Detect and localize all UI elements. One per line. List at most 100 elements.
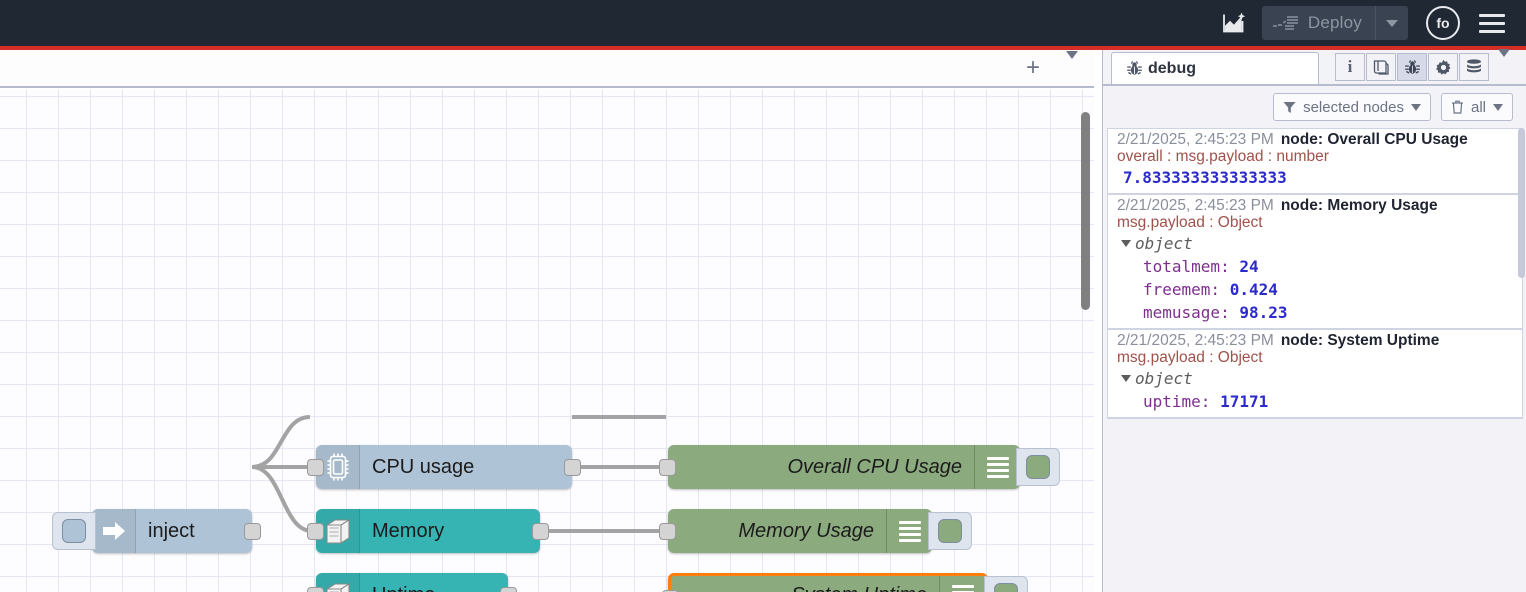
object-label: object xyxy=(1135,369,1193,388)
flow-canvas[interactable]: inject CPU usage xyxy=(0,90,1094,592)
debug-message-list[interactable]: 2/21/2025, 2:45:23 PM node: Overall CPU U… xyxy=(1107,128,1523,588)
object-entry: freemem: 0.424 xyxy=(1117,280,1516,299)
node-inject[interactable]: inject xyxy=(52,509,261,553)
node-cpu-usage[interactable]: CPU usage xyxy=(307,445,581,489)
debug-filter-button[interactable]: selected nodes xyxy=(1273,93,1431,121)
debug-message-timestamp: 2/21/2025, 2:45:23 PM xyxy=(1117,131,1274,148)
flow-workspace: + xyxy=(0,50,1094,592)
object-key: memusage: xyxy=(1143,303,1230,322)
debug-toggle-button[interactable] xyxy=(1016,448,1060,486)
debug-message-node: node: Overall CPU Usage xyxy=(1280,131,1468,148)
filter-icon xyxy=(1283,101,1296,113)
node-debug-system-uptime[interactable]: System Uptime xyxy=(662,573,1028,592)
trash-icon xyxy=(1451,100,1463,114)
triangle-down-icon xyxy=(1121,375,1131,382)
app-header: Deploy fo xyxy=(0,0,1526,46)
sidebar-tabrow: debug i xyxy=(1103,48,1526,86)
debug-button-glyph xyxy=(938,519,962,543)
node-uptime[interactable]: Uptime xyxy=(307,573,517,592)
debug-list-scrollbar[interactable] xyxy=(1518,128,1525,278)
flow-tab-menu-button[interactable] xyxy=(1060,51,1084,77)
debug-toggle-button[interactable] xyxy=(984,576,1028,592)
cpu-chip-icon xyxy=(316,445,360,489)
node-output-port[interactable] xyxy=(500,587,517,592)
context-data-icon[interactable] xyxy=(1459,53,1489,81)
object-entry: memusage: 98.23 xyxy=(1117,303,1516,322)
debug-message-header: 2/21/2025, 2:45:23 PM node: Overall CPU U… xyxy=(1117,131,1516,149)
chevron-down-icon xyxy=(1066,51,1078,76)
debug-sidebar: debug i xyxy=(1102,48,1526,592)
object-value: 98.23 xyxy=(1239,303,1288,322)
arrow-right-icon xyxy=(92,509,136,553)
node-label: Memory xyxy=(372,519,445,542)
node-output-port[interactable] xyxy=(244,523,261,540)
node-input-port[interactable] xyxy=(307,587,324,592)
node-input-port[interactable] xyxy=(659,523,676,540)
debug-filter-toolbar: selected nodes all xyxy=(1103,88,1526,126)
node-memory[interactable]: Memory xyxy=(307,509,549,553)
node-input-port[interactable] xyxy=(307,523,324,540)
debug-message-topic: overall : msg.payload : number xyxy=(1117,148,1329,165)
node-label: Uptime xyxy=(360,584,508,592)
deploy-button[interactable]: Deploy xyxy=(1261,6,1408,40)
object-value: 0.424 xyxy=(1229,280,1278,299)
chevron-down-icon xyxy=(1493,103,1503,111)
chevron-down-icon xyxy=(1410,103,1421,111)
tab-debug[interactable]: debug xyxy=(1111,52,1319,84)
debug-message-value: 7.833333333333333 xyxy=(1123,168,1287,187)
node-label: System Uptime xyxy=(671,584,939,592)
debug-message-node: node: System Uptime xyxy=(1280,332,1440,349)
inject-button-glyph xyxy=(62,519,86,543)
flow-sparkle-icon[interactable] xyxy=(1214,3,1254,43)
debug-clear-label: all xyxy=(1470,98,1486,116)
debug-toggle-button[interactable] xyxy=(928,512,972,550)
debug-button-glyph xyxy=(994,583,1018,592)
node-label: Overall CPU Usage xyxy=(787,455,962,478)
workspace-tabbar: + xyxy=(0,50,1094,88)
canvas-vertical-scrollbar[interactable] xyxy=(1081,112,1090,310)
debug-lines-icon xyxy=(886,509,932,553)
node-output-port[interactable] xyxy=(564,459,581,476)
debug-clear-button[interactable]: all xyxy=(1440,93,1513,121)
add-flow-tab-button[interactable]: + xyxy=(1025,54,1040,81)
tab-debug-label: debug xyxy=(1148,59,1196,77)
deploy-icon xyxy=(1272,16,1298,30)
library-icon[interactable] xyxy=(1366,53,1396,81)
avatar-initials: fo xyxy=(1436,15,1450,31)
sidebar-overflow-menu-button[interactable] xyxy=(1498,48,1510,75)
debug-filter-label: selected nodes xyxy=(1303,98,1404,116)
inject-trigger-button[interactable] xyxy=(52,512,96,550)
info-icon[interactable]: i xyxy=(1335,53,1365,81)
debug-message-topic: msg.payload : Object xyxy=(1117,214,1263,231)
object-entry: totalmem: 24 xyxy=(1117,257,1516,276)
object-key: totalmem: xyxy=(1143,257,1230,276)
debug-message-timestamp: 2/21/2025, 2:45:23 PM xyxy=(1117,197,1274,214)
chevron-down-icon xyxy=(1386,19,1398,27)
avatar[interactable]: fo xyxy=(1426,6,1460,40)
deploy-button-main[interactable]: Deploy xyxy=(1262,6,1376,40)
object-expand-toggle[interactable]: object xyxy=(1117,369,1516,388)
node-input-port[interactable] xyxy=(659,459,676,476)
header-accent-rule xyxy=(0,46,1526,50)
debug-lines-icon xyxy=(939,576,985,592)
object-key: uptime: xyxy=(1143,392,1211,411)
gear-icon[interactable] xyxy=(1428,53,1458,81)
node-input-port[interactable] xyxy=(307,459,324,476)
object-value: 17171 xyxy=(1220,392,1269,411)
triangle-down-icon xyxy=(1121,240,1131,247)
node-debug-memory-usage[interactable]: Memory Usage xyxy=(659,509,972,553)
deploy-label: Deploy xyxy=(1307,13,1362,32)
debug-lines-icon xyxy=(974,445,1020,489)
hamburger-menu-icon[interactable] xyxy=(1472,3,1512,43)
node-debug-overall-cpu-usage[interactable]: Overall CPU Usage xyxy=(659,445,1060,489)
node-output-port[interactable] xyxy=(532,523,549,540)
object-label: object xyxy=(1135,234,1193,253)
debug-bug-icon[interactable] xyxy=(1397,53,1427,81)
debug-message[interactable]: 2/21/2025, 2:45:23 PM node: Overall CPU U… xyxy=(1107,128,1523,195)
deploy-caret-button[interactable] xyxy=(1376,6,1408,40)
object-expand-toggle[interactable]: object xyxy=(1117,234,1516,253)
